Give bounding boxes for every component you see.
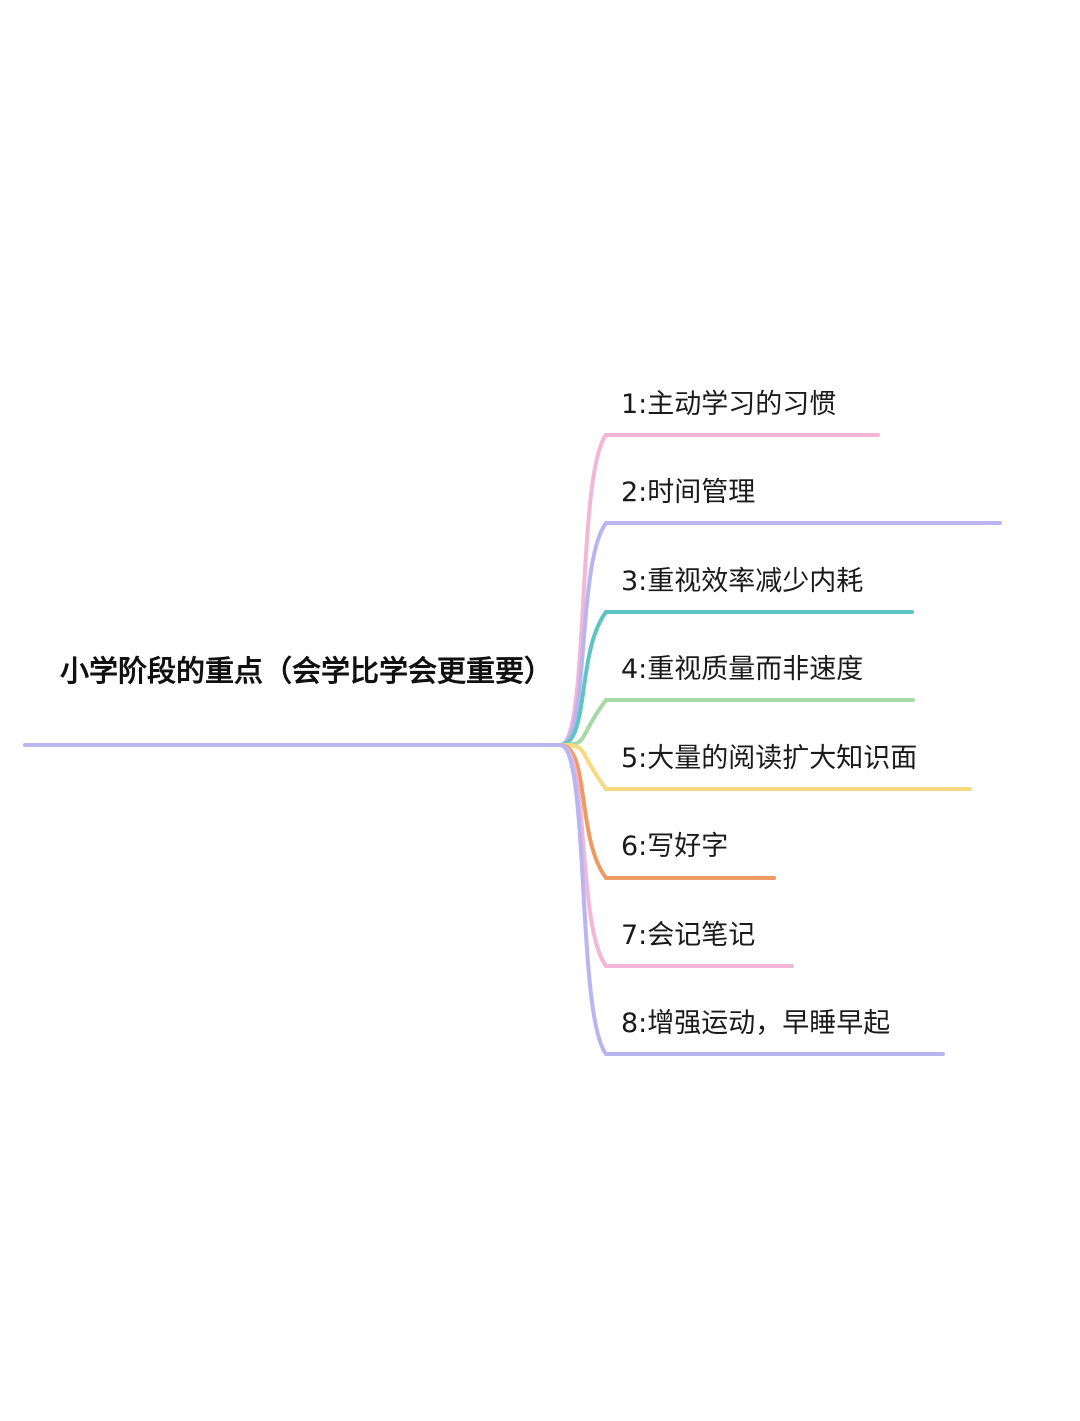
branch-topic-7[interactable]: 7:会记笔记 — [621, 920, 756, 951]
branch-topic-4[interactable]: 4:重视质量而非速度 — [621, 654, 864, 685]
branch-connector-6 — [558, 743, 776, 880]
branch-topic-2[interactable]: 2:时间管理 — [621, 477, 756, 508]
branch-connector-5 — [558, 743, 972, 791]
branch-topic-3[interactable]: 3:重视效率减少内耗 — [621, 566, 864, 597]
branch-connector-4 — [558, 698, 915, 747]
branch-connector-2 — [558, 521, 1002, 747]
branch-topic-1[interactable]: 1:主动学习的习惯 — [621, 389, 837, 420]
root-topic-label[interactable]: 小学阶段的重点（会学比学会更重要） — [60, 654, 554, 688]
branch-connector-3 — [558, 610, 914, 747]
branch-connector-8 — [558, 743, 945, 1056]
branch-topic-8[interactable]: 8:增强运动，早睡早起 — [621, 1008, 891, 1039]
branch-topic-5[interactable]: 5:大量的阅读扩大知识面 — [621, 743, 918, 774]
branch-topic-6[interactable]: 6:写好字 — [621, 831, 729, 862]
